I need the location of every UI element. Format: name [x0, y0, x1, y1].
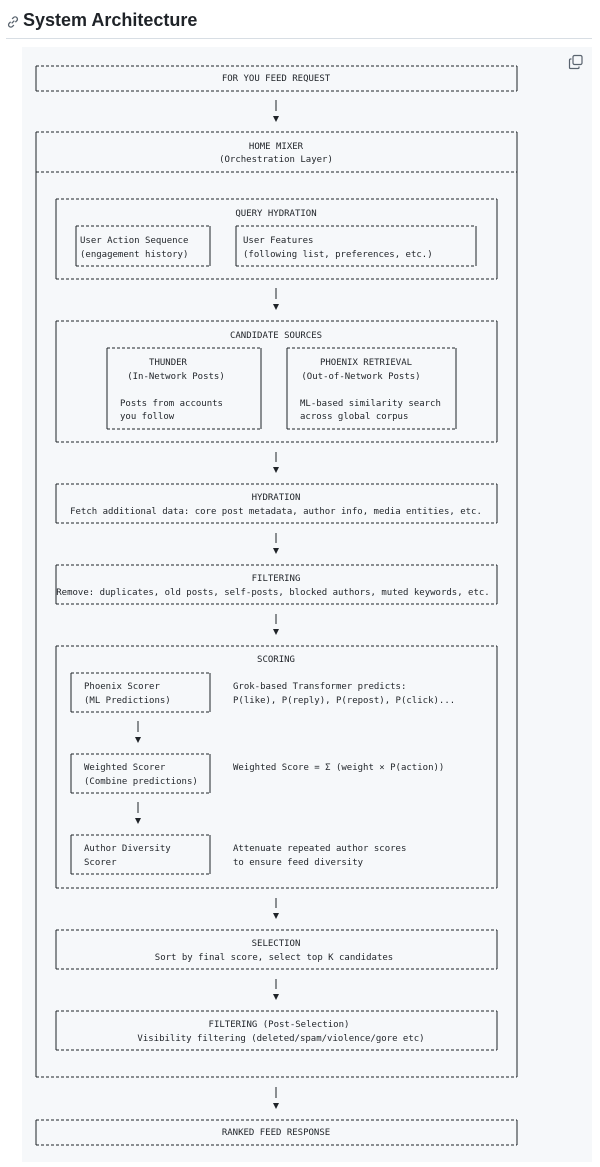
query-hydration-box: QUERY HYDRATION User Action Sequence (en…: [55, 198, 498, 280]
filtering-box: FILTERING Remove: duplicates, old posts,…: [55, 564, 498, 605]
phoenix-scorer-line2: (ML Predictions): [84, 696, 171, 706]
phoenix-scorer-note1: Grok-based Transformer predicts:: [233, 682, 406, 692]
thunder-desc2: you follow: [120, 412, 175, 422]
candidate-sources-box: CANDIDATE SOURCES THUNDER (In-Network Po…: [55, 320, 498, 443]
flow-arrow: [273, 898, 279, 919]
candidate-sources-title: CANDIDATE SOURCES: [230, 331, 322, 341]
request-box: FOR YOU FEED REQUEST: [35, 65, 518, 92]
user-features-line1: User Features: [243, 236, 313, 246]
author-diversity-line1: Author Diversity: [84, 844, 171, 854]
hydration-title: HYDRATION: [252, 493, 301, 503]
post-filtering-box: FILTERING (Post-Selection) Visibility fi…: [55, 1010, 498, 1051]
selection-box: SELECTION Sort by final score, select to…: [55, 929, 498, 970]
thunder-box: THUNDER (In-Network Posts) Posts from ac…: [106, 347, 262, 430]
filtering-desc: Remove: duplicates, old posts, self-post…: [56, 588, 489, 598]
page-title: System Architecture: [23, 10, 198, 30]
author-diversity-note2: to ensure feed diversity: [233, 858, 364, 868]
selection-title: SELECTION: [252, 939, 301, 949]
phoenix-scorer-note2: P(like), P(reply), P(repost), P(click)..…: [233, 696, 455, 706]
query-hydration-title: QUERY HYDRATION: [235, 209, 316, 219]
response-box: RANKED FEED RESPONSE: [35, 1119, 518, 1146]
home-mixer-subtitle: (Orchestration Layer): [219, 155, 333, 165]
scoring-box: SCORING Phoenix Scorer (ML Predictions) …: [55, 645, 498, 889]
flow-arrow: [135, 721, 141, 743]
author-diversity-box: Author Diversity Scorer: [70, 834, 211, 875]
link-icon[interactable]: [6, 15, 20, 29]
weighted-scorer-line2: (Combine predictions): [84, 777, 198, 787]
flow-arrow: [273, 533, 279, 554]
flow-arrow: [273, 452, 279, 473]
flow-arrow: [273, 614, 279, 635]
user-action-line2: (engagement history): [80, 250, 188, 260]
scoring-title: SCORING: [257, 655, 295, 665]
weighted-scorer-box: Weighted Scorer (Combine predictions): [70, 753, 211, 794]
weighted-scorer-note: Weighted Score = Σ (weight × P(action)): [233, 763, 444, 773]
user-features-line2: (following list, preferences, etc.): [243, 250, 433, 260]
phoenix-retrieval-box: PHOENIX RETRIEVAL (Out-of-Network Posts)…: [286, 347, 457, 430]
flow-arrow: [273, 100, 279, 122]
home-mixer-box: HOME MIXER (Orchestration Layer): [35, 131, 518, 1078]
thunder-subtitle: (In-Network Posts): [127, 372, 225, 382]
flow-arrow: [273, 979, 279, 1000]
author-diversity-line2: Scorer: [84, 858, 117, 868]
post-filtering-title: FILTERING (Post-Selection): [209, 1020, 350, 1030]
post-filtering-desc: Visibility filtering (deleted/spam/viole…: [137, 1034, 424, 1044]
response-label: RANKED FEED RESPONSE: [222, 1128, 330, 1138]
hydration-box: HYDRATION Fetch additional data: core po…: [55, 483, 498, 524]
flow-arrow: [273, 1087, 279, 1109]
weighted-scorer-line1: Weighted Scorer: [84, 763, 166, 773]
user-action-line1: User Action Sequence: [80, 236, 188, 246]
selection-desc: Sort by final score, select top K candid…: [155, 953, 393, 963]
phoenix-retrieval-subtitle: (Out-of-Network Posts): [301, 372, 420, 382]
filtering-title: FILTERING: [252, 574, 301, 584]
copy-icon[interactable]: [568, 54, 584, 70]
flow-arrow: [135, 802, 141, 824]
thunder-title: THUNDER: [149, 358, 188, 368]
author-diversity-note1: Attenuate repeated author scores: [233, 844, 406, 854]
phoenix-scorer-line1: Phoenix Scorer: [84, 682, 160, 692]
flow-arrow: [273, 288, 279, 310]
thunder-desc1: Posts from accounts: [120, 399, 223, 409]
home-mixer-title: HOME MIXER: [249, 142, 304, 152]
user-features-box: User Features (following list, preferenc…: [235, 225, 477, 267]
phoenix-desc1: ML-based similarity search: [300, 399, 441, 409]
phoenix-desc2: across global corpus: [300, 412, 408, 422]
hydration-desc: Fetch additional data: core post metadat…: [70, 507, 482, 517]
user-action-box: User Action Sequence (engagement history…: [75, 225, 211, 267]
request-label: FOR YOU FEED REQUEST: [222, 74, 331, 84]
phoenix-retrieval-title: PHOENIX RETRIEVAL: [320, 358, 412, 368]
section-heading: System Architecture: [6, 8, 592, 39]
phoenix-scorer-box: Phoenix Scorer (ML Predictions): [70, 672, 211, 713]
